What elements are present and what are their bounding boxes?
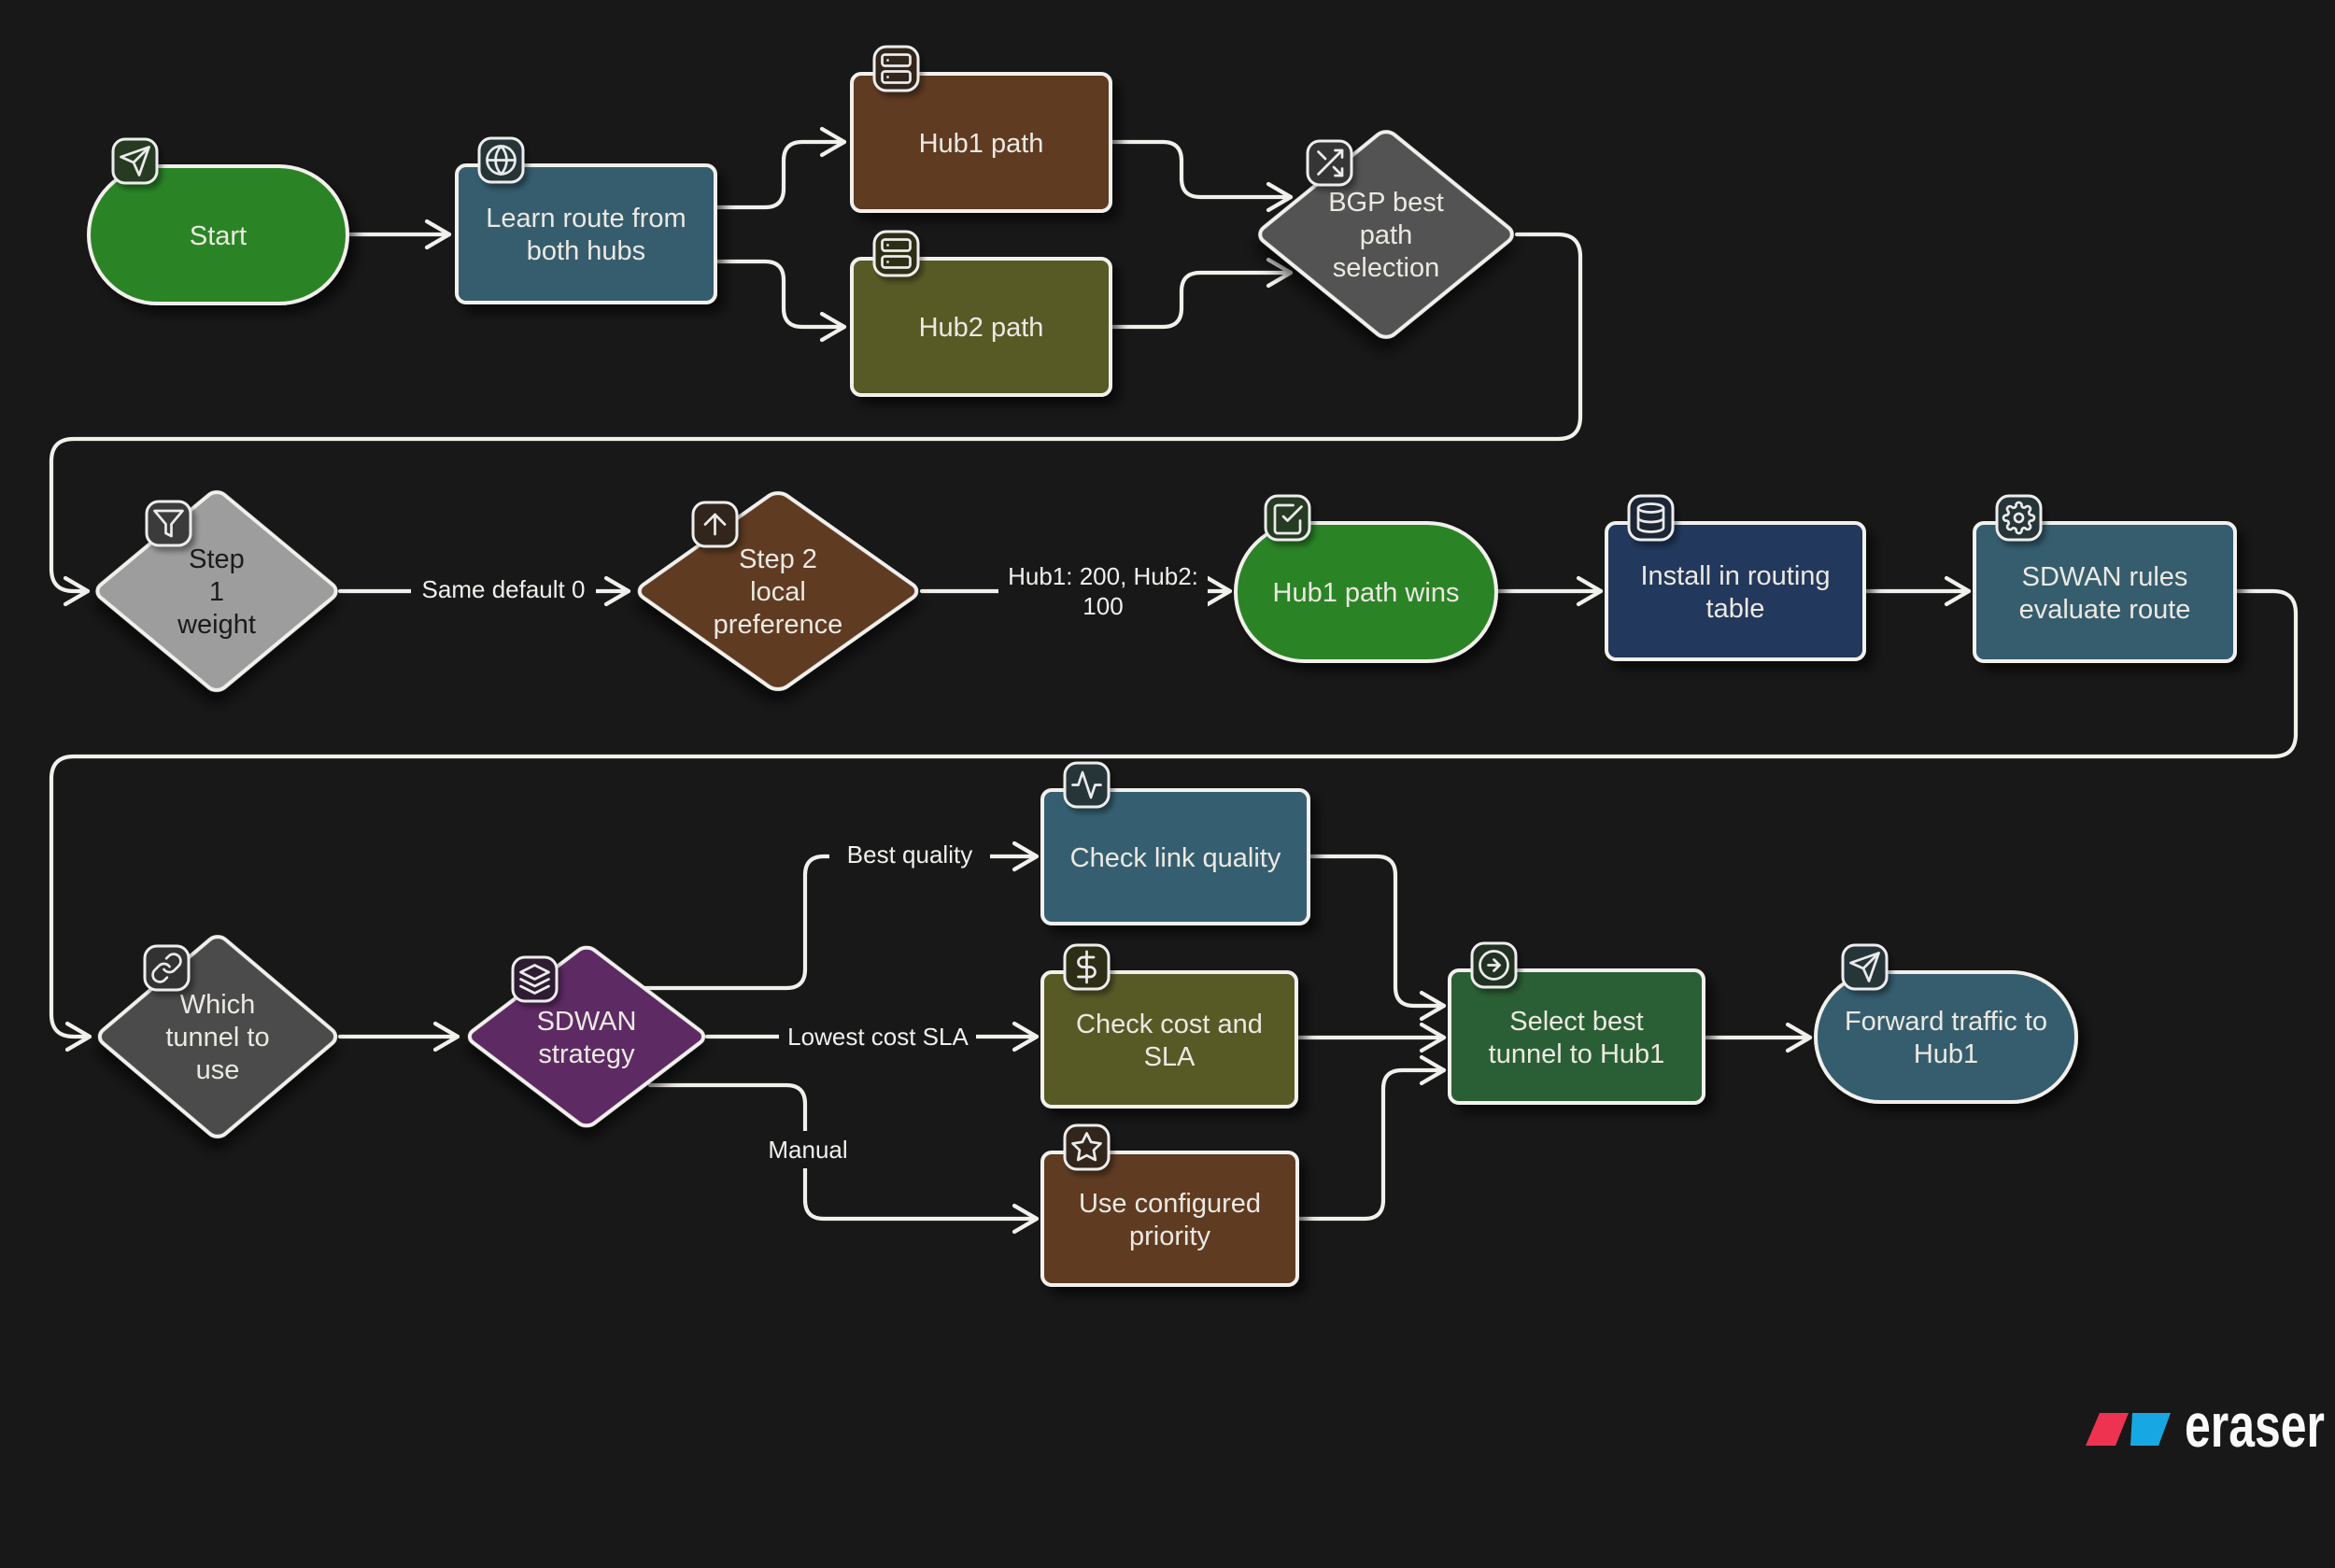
- svg-text:Hub1: Hub1: [1914, 1039, 1978, 1069]
- svg-text:eraser: eraser: [2185, 1391, 2325, 1460]
- svg-text:strategy: strategy: [538, 1039, 635, 1069]
- svg-text:Lowest cost SLA: Lowest cost SLA: [787, 1023, 969, 1051]
- svg-text:tunnel to Hub1: tunnel to Hub1: [1489, 1039, 1665, 1069]
- svg-text:Hub1 path: Hub1 path: [919, 129, 1044, 159]
- svg-text:Install in routing: Install in routing: [1640, 561, 1830, 591]
- svg-text:SDWAN: SDWAN: [537, 1007, 637, 1037]
- svg-text:Start: Start: [190, 221, 247, 251]
- svg-text:Manual: Manual: [768, 1136, 847, 1164]
- svg-text:tunnel to: tunnel to: [165, 1023, 269, 1052]
- svg-text:priority: priority: [1129, 1222, 1211, 1251]
- svg-text:Learn route from: Learn route from: [486, 204, 686, 233]
- svg-text:Step 2: Step 2: [739, 544, 817, 574]
- svg-text:BGP best: BGP best: [1328, 188, 1444, 218]
- svg-text:table: table: [1706, 594, 1765, 624]
- svg-text:1: 1: [209, 577, 224, 607]
- svg-text:Hub1: 200, Hub2:: Hub1: 200, Hub2:: [1008, 562, 1198, 590]
- svg-text:evaluate route: evaluate route: [2019, 595, 2191, 625]
- svg-text:path: path: [1360, 220, 1412, 250]
- svg-text:Select best: Select best: [1509, 1007, 1643, 1037]
- svg-text:both hubs: both hubs: [527, 236, 645, 266]
- svg-text:Which: Which: [180, 990, 256, 1020]
- svg-text:local: local: [750, 577, 806, 607]
- svg-text:100: 100: [1083, 592, 1123, 620]
- svg-text:SDWAN rules: SDWAN rules: [2022, 562, 2188, 592]
- svg-text:Forward traffic to: Forward traffic to: [1845, 1007, 2047, 1037]
- svg-text:Check link quality: Check link quality: [1070, 843, 1281, 873]
- svg-text:Step: Step: [189, 544, 245, 574]
- svg-text:Hub2 path: Hub2 path: [919, 313, 1044, 343]
- svg-text:selection: selection: [1333, 253, 1439, 283]
- svg-text:Use configured: Use configured: [1079, 1189, 1261, 1219]
- svg-text:Same default 0: Same default 0: [422, 575, 586, 603]
- svg-text:Hub1 path wins: Hub1 path wins: [1273, 578, 1460, 608]
- svg-text:Best quality: Best quality: [847, 841, 972, 869]
- svg-text:SLA: SLA: [1144, 1042, 1196, 1072]
- svg-text:use: use: [196, 1055, 240, 1085]
- svg-text:weight: weight: [177, 610, 256, 640]
- svg-text:preference: preference: [714, 610, 843, 640]
- svg-text:Check cost and: Check cost and: [1076, 1010, 1263, 1039]
